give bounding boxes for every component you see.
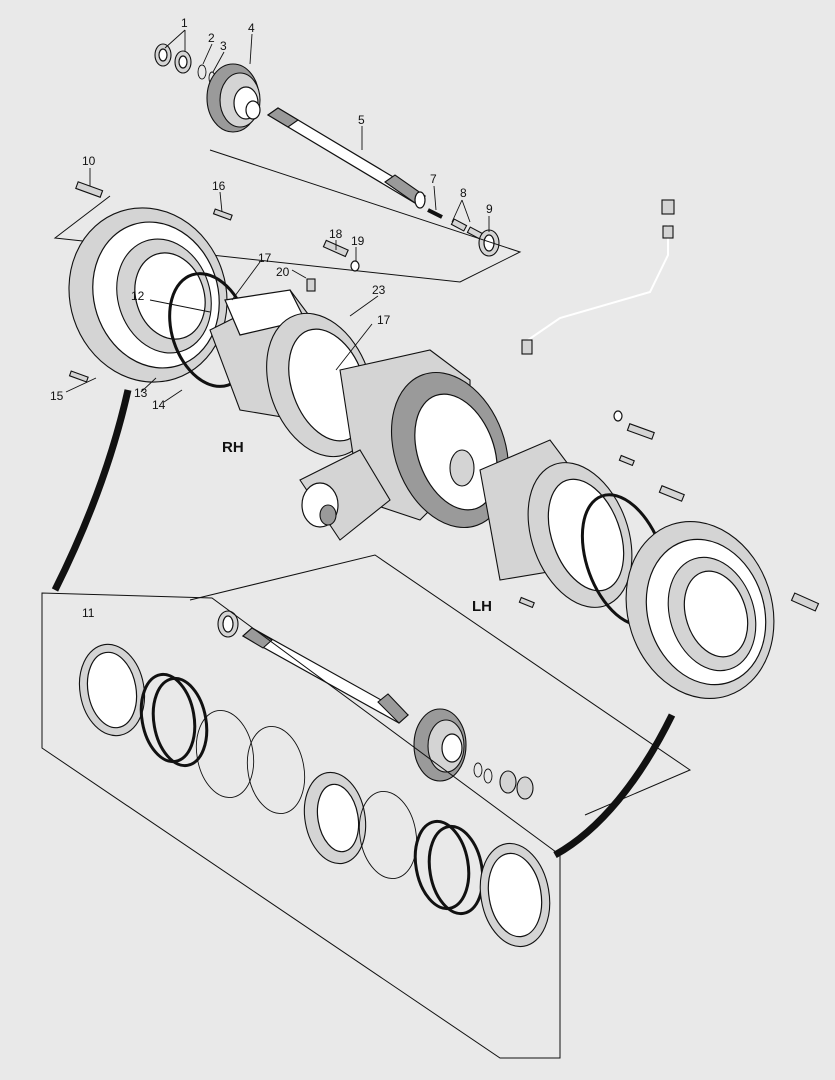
shaft-seal — [478, 229, 500, 257]
callout-20: 20 — [276, 265, 290, 279]
callout-14: 14 — [152, 398, 166, 412]
callout-7: 7 — [430, 172, 437, 186]
half-shaft-rh — [266, 107, 427, 209]
brake-line — [521, 199, 675, 355]
callouts: 1 2 3 4 5 7 8 9 10 11 12 13 14 15 16 17 … — [50, 16, 493, 620]
callout-23: 23 — [372, 283, 386, 297]
callout-19: 19 — [351, 234, 365, 248]
callout-11: 11 — [82, 606, 95, 620]
callout-5: 5 — [358, 113, 365, 127]
rh-shaft-assembly — [154, 43, 500, 257]
callout-3: 3 — [220, 39, 227, 53]
snap-ring — [197, 64, 207, 80]
callout-10: 10 — [82, 154, 96, 168]
pin — [427, 208, 443, 219]
callout-connector-right — [553, 713, 676, 859]
callout-15: 15 — [50, 389, 64, 403]
rh-hub-assembly — [68, 181, 374, 458]
side-label-lh: LH — [472, 598, 492, 615]
lh-shaft-assembly — [217, 610, 534, 800]
callout-2: 2 — [208, 31, 215, 45]
bearing-pair — [154, 43, 192, 74]
callout-8: 8 — [460, 186, 467, 200]
sun-gear — [206, 63, 261, 133]
leader-lines — [65, 29, 490, 403]
brake-pack-frame — [41, 592, 561, 1059]
callout-17-lower: 17 — [377, 313, 391, 327]
callout-18: 18 — [329, 227, 343, 241]
lh-parts-frame — [189, 554, 692, 816]
callout-connector-left — [51, 389, 132, 592]
callout-13: 13 — [134, 386, 148, 400]
callout-9: 9 — [486, 202, 493, 216]
rh-parts-frame — [53, 149, 522, 283]
brake-pack — [78, 643, 551, 948]
side-label-rh: RH — [222, 439, 244, 456]
axle-housing — [299, 349, 510, 541]
lh-hub-assembly — [479, 410, 820, 699]
callout-16: 16 — [212, 179, 226, 193]
callout-1: 1 — [181, 16, 188, 30]
screw-set — [450, 218, 484, 240]
callout-12: 12 — [131, 289, 145, 303]
callout-17-upper: 17 — [258, 251, 272, 265]
callout-4: 4 — [248, 21, 255, 35]
